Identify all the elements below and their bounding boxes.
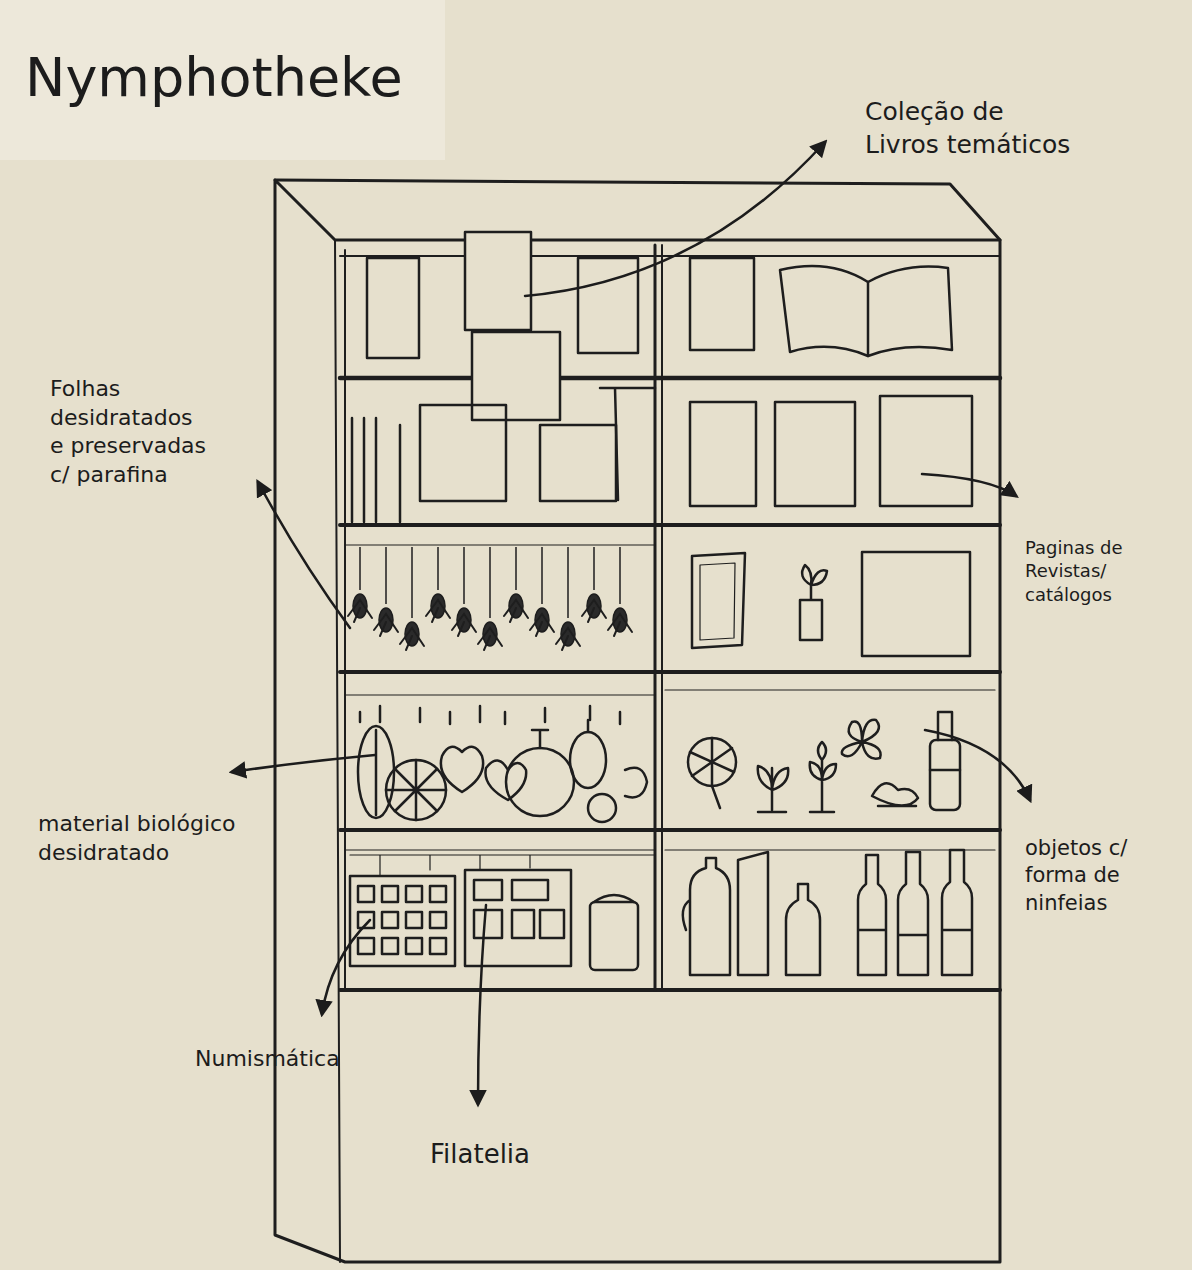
dried-leaf [504,547,528,622]
dried-leaf [582,547,606,622]
title-patch [0,0,445,160]
dried-leaf [608,547,632,636]
nymphaea-objects [688,712,960,812]
title: Nymphotheke [25,48,403,107]
callout-label: objetos c/ forma de ninfeias [1025,835,1140,917]
callout-label: Paginas de Revistas/ catálogos [1025,536,1130,606]
dried-leaf [530,547,554,636]
leader-arrows [232,142,1030,1104]
callout-label: Filatelia [430,1138,630,1172]
coin-and-stamp-boards [350,855,655,970]
cabinet-frame [275,180,1000,1262]
dried-leaf [478,547,502,650]
books [352,232,972,522]
dried-leaf [452,547,476,636]
dried-leaf [348,547,372,622]
magazine-pages [692,552,970,656]
dried-leaf [374,547,398,636]
dried-leaf [426,547,450,622]
callout-label: Numismática [195,1045,395,1074]
hanging-leaves [348,547,632,650]
callout-label: Folhas desidratados e preservadas c/ par… [50,375,210,489]
biological-material [358,706,647,822]
dried-leaf [400,547,424,650]
bottles [683,850,972,975]
callout-label: Coleção de Livros temáticos [865,96,1079,161]
callout-label: material biológico desidratado [38,810,243,867]
dried-leaf [556,547,580,650]
